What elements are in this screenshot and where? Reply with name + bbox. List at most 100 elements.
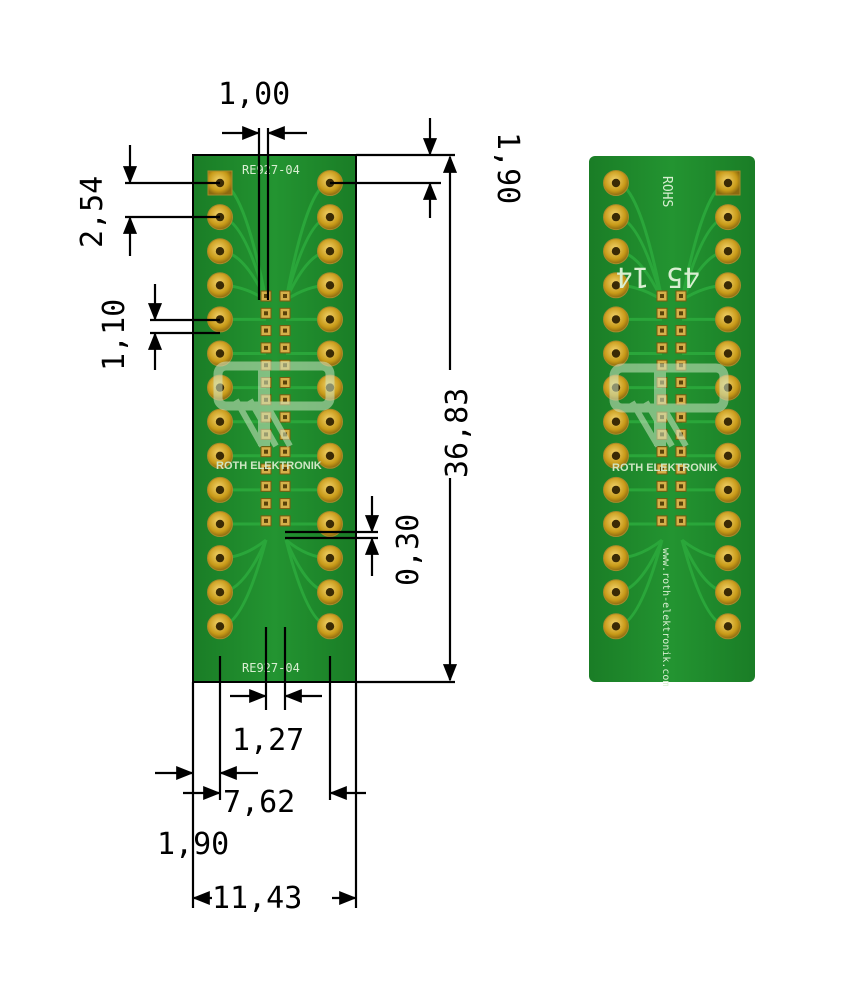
smd-pad-via bbox=[679, 501, 683, 506]
drill-hole bbox=[723, 178, 733, 188]
drill-hole bbox=[325, 417, 335, 426]
drill-hole bbox=[611, 281, 621, 290]
drill-hole bbox=[325, 281, 335, 290]
smd-pad-via bbox=[283, 518, 287, 523]
drill-hole bbox=[325, 588, 335, 597]
smd-pad-via bbox=[283, 449, 287, 454]
drill-hole bbox=[611, 349, 621, 358]
drill-hole bbox=[215, 349, 225, 358]
dim-label-smd-pitch: 1,27 bbox=[232, 723, 304, 758]
drill-hole bbox=[723, 247, 733, 256]
smd-pad-via bbox=[264, 484, 268, 489]
smd-pad-via bbox=[679, 311, 683, 316]
drill-hole bbox=[611, 212, 621, 222]
smd-pad-via bbox=[679, 328, 683, 333]
drill-hole bbox=[325, 349, 335, 358]
right-date-code: 45 14 bbox=[616, 261, 700, 294]
smd-pad-via bbox=[264, 449, 268, 454]
smd-pad-via bbox=[679, 518, 683, 523]
dim-label-pad-gap: 0,30 bbox=[391, 514, 426, 586]
right-rohs-mark: ROHS bbox=[659, 176, 674, 207]
drill-hole bbox=[215, 553, 225, 563]
drill-hole bbox=[215, 588, 225, 597]
smd-pad-via bbox=[679, 294, 683, 298]
drill-hole bbox=[723, 553, 733, 563]
smd-pad-via bbox=[679, 345, 683, 350]
smd-pad-via bbox=[264, 467, 268, 471]
drill-hole bbox=[723, 588, 733, 597]
drill-hole bbox=[723, 417, 733, 426]
drill-hole bbox=[723, 451, 733, 460]
drill-hole bbox=[611, 247, 621, 256]
right-website: www.roth-elektronik.com bbox=[660, 548, 671, 686]
dim-label-pitch: 2,54 bbox=[75, 176, 110, 248]
left-part-number-bottom: RE927-04 bbox=[242, 661, 300, 675]
smd-pad-via bbox=[264, 328, 268, 333]
smd-pad-via bbox=[264, 311, 268, 316]
left-pcb-pads bbox=[207, 170, 343, 640]
drill-hole bbox=[611, 451, 621, 460]
drill-hole bbox=[611, 315, 621, 324]
drill-hole bbox=[325, 622, 335, 631]
smd-pad-via bbox=[679, 449, 683, 454]
smd-pad-via bbox=[679, 380, 683, 385]
drill-hole bbox=[215, 451, 225, 460]
smd-pad-via bbox=[679, 467, 683, 471]
dim-label-row-to-edge-top: 1,90 bbox=[490, 132, 525, 204]
smd-pad-via bbox=[660, 501, 664, 506]
smd-pad-via bbox=[660, 328, 664, 333]
smd-pad-via bbox=[264, 345, 268, 350]
drill-hole bbox=[325, 247, 335, 256]
drill-hole bbox=[723, 212, 733, 222]
smd-pad-via bbox=[283, 484, 287, 489]
smd-pad-via bbox=[660, 484, 664, 489]
left-part-number-top: RE927-04 bbox=[242, 163, 300, 177]
smd-pad-via bbox=[283, 397, 287, 402]
drill-hole bbox=[611, 588, 621, 597]
drill-hole bbox=[325, 519, 335, 529]
drill-hole bbox=[723, 485, 733, 495]
drill-hole bbox=[611, 485, 621, 495]
right-logo-text: ROTH ELEKTRONIK bbox=[612, 462, 718, 474]
drill-hole bbox=[215, 519, 225, 529]
smd-pad-via bbox=[264, 518, 268, 523]
drill-hole bbox=[611, 519, 621, 529]
smd-pad-via bbox=[660, 518, 664, 523]
drill-hole bbox=[215, 247, 225, 256]
smd-pad-via bbox=[660, 345, 664, 350]
drill-hole bbox=[723, 315, 733, 324]
left-logo-text: ROTH ELEKTRONIK bbox=[216, 460, 322, 472]
dimension-lines bbox=[122, 118, 458, 908]
smd-pad-via bbox=[679, 415, 683, 420]
right-pcb-board: ROHS 45 14 ROTH ELEKTRONIK www.roth-elek… bbox=[589, 156, 755, 686]
drill-hole bbox=[215, 417, 225, 426]
dim-label-row-spacing: 7,62 bbox=[223, 785, 295, 820]
smd-pad-via bbox=[283, 380, 287, 385]
smd-pad-via bbox=[283, 345, 287, 350]
drill-hole bbox=[215, 622, 225, 631]
drill-hole bbox=[723, 281, 733, 290]
drill-hole bbox=[325, 315, 335, 324]
smd-pad-via bbox=[283, 328, 287, 333]
smd-pad-via bbox=[264, 294, 268, 298]
smd-pad-via bbox=[283, 415, 287, 420]
drill-hole bbox=[215, 485, 225, 495]
drill-hole bbox=[325, 485, 335, 495]
drill-hole bbox=[723, 519, 733, 529]
drill-hole bbox=[325, 451, 335, 460]
dim-label-board-width: 11,43 bbox=[212, 881, 302, 916]
smd-pad-via bbox=[660, 449, 664, 454]
smd-pad-via bbox=[679, 397, 683, 402]
smd-pad-via bbox=[660, 311, 664, 316]
dim-label-edge-to-row: 1,90 bbox=[157, 827, 229, 862]
smd-pad-via bbox=[283, 501, 287, 506]
left-pcb-board: RE927-04 RE927-04 ROTH ELEKTRONIK bbox=[192, 154, 357, 683]
smd-pad-via bbox=[283, 311, 287, 316]
smd-pad-via bbox=[660, 467, 664, 471]
drill-hole bbox=[611, 553, 621, 563]
drill-hole bbox=[723, 349, 733, 358]
drill-hole bbox=[611, 178, 621, 188]
drill-hole bbox=[325, 553, 335, 563]
right-logo-watermark bbox=[609, 363, 729, 448]
smd-pad-via bbox=[264, 501, 268, 506]
